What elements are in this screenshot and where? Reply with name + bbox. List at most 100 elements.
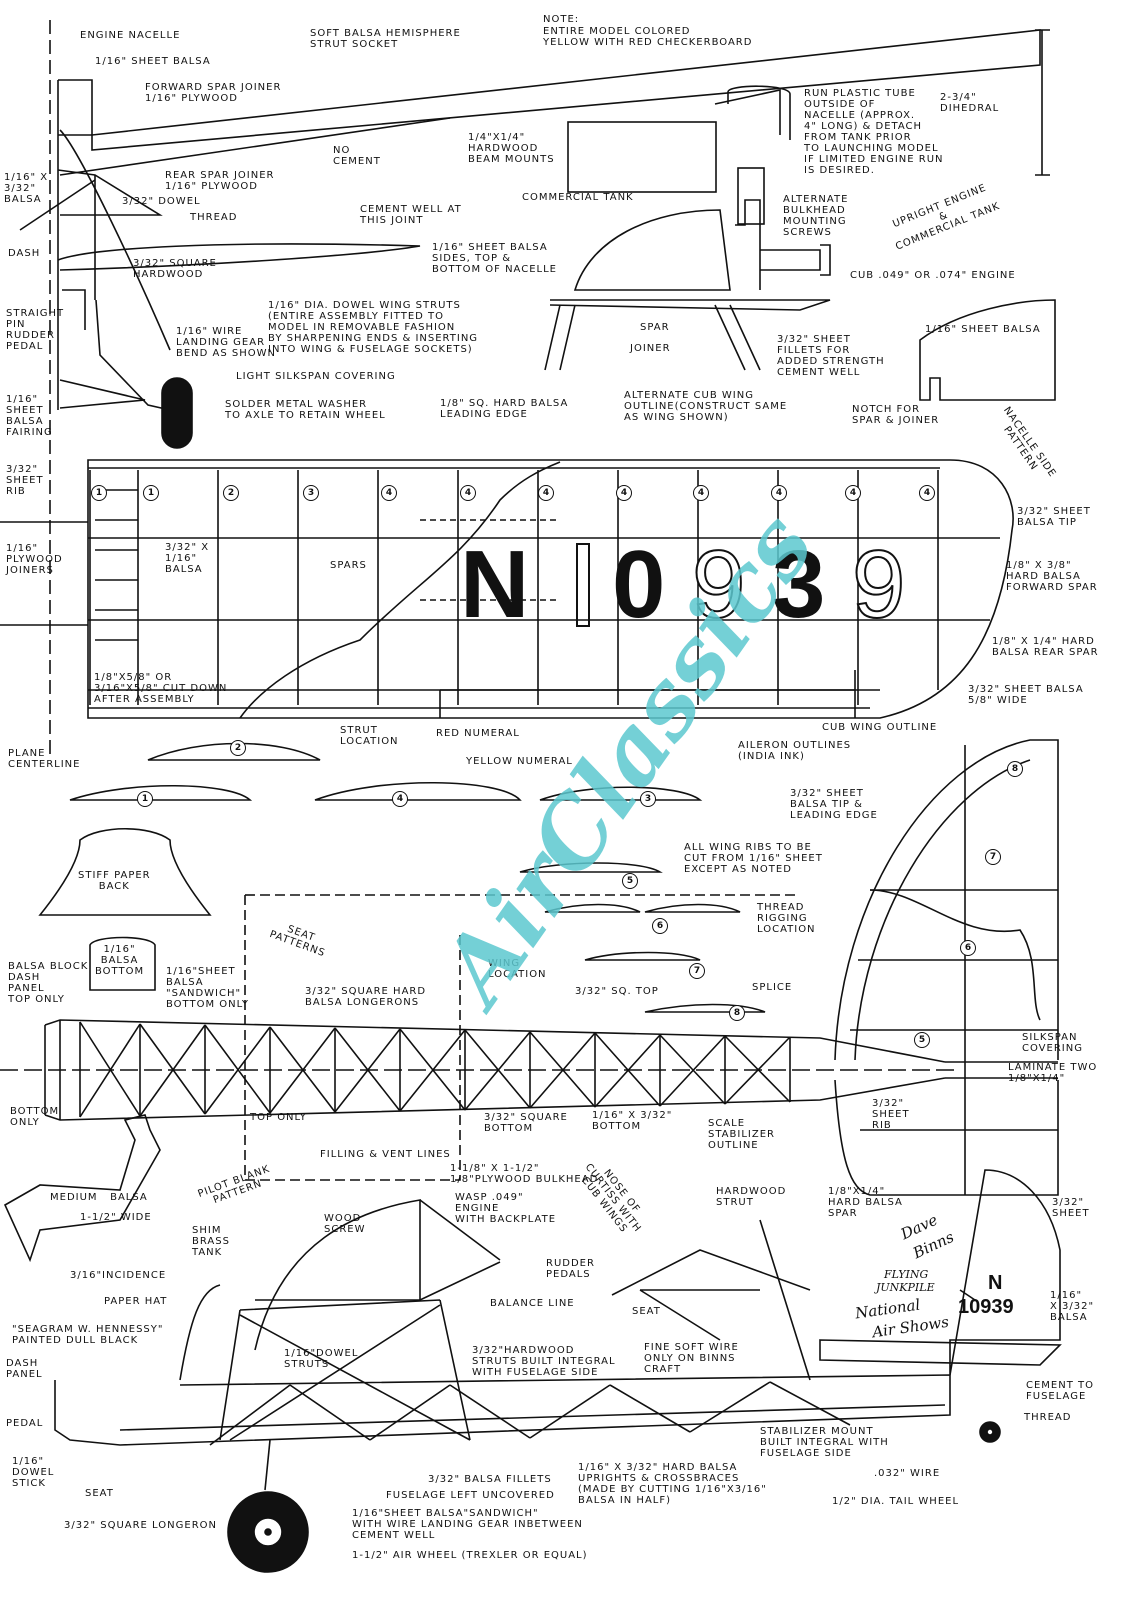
label-dowel-struts: 1/16"DOWEL STRUTS bbox=[284, 1348, 359, 1370]
label-forward-spar-joiner: FORWARD SPAR JOINER 1/16" PLYWOOD bbox=[145, 82, 282, 104]
wing-numeral-three: 3 bbox=[772, 531, 826, 638]
label-seat: SEAT bbox=[632, 1306, 661, 1317]
label-cement-well: CEMENT WELL AT THIS JOINT bbox=[360, 204, 462, 226]
label-notch: NOTCH FOR SPAR & JOINER bbox=[852, 404, 940, 426]
rib-number-9: 4 bbox=[693, 485, 709, 501]
wing-front-view bbox=[19, 29, 1041, 449]
stabilizer-view bbox=[834, 739, 1059, 1196]
label-square-bottom: 3/32" SQUARE BOTTOM bbox=[484, 1112, 568, 1134]
label-sheet-rib: 3/32" SHEET RIB bbox=[6, 464, 44, 497]
label-thread2: THREAD bbox=[1024, 1412, 1072, 1423]
rib-number-5: 4 bbox=[381, 485, 397, 501]
tail-script-flying: FLYING bbox=[884, 1268, 929, 1281]
label-wing-struts: 1/16" DIA. DOWEL WING STRUTS (ENTIRE ASS… bbox=[268, 300, 479, 355]
label-sheet-58: 3/32" SHEET BALSA 5/8" WIDE bbox=[968, 684, 1084, 706]
label-strut-socket: SOFT BALSA HEMISPHERE STRUT SOCKET bbox=[310, 28, 461, 50]
label-nacelle-sides: 1/16" SHEET BALSA SIDES, TOP & BOTTOM OF… bbox=[432, 242, 557, 275]
label-fuselage-uncovered: FUSELAGE LEFT UNCOVERED bbox=[386, 1490, 555, 1501]
label-shim-brass: SHIM BRASS TANK bbox=[192, 1225, 230, 1258]
label-sandwich-bottom: 1/16"SHEET BALSA"SANDWICH" WITH WIRE LAN… bbox=[352, 1508, 583, 1541]
label-wood-screw: WOOD SCREW bbox=[324, 1213, 366, 1235]
label-hardwood-struts: 3/32"HARDWOOD STRUTS BUILT INTEGRAL WITH… bbox=[472, 1345, 616, 1378]
label-longerons: 3/32" SQUARE HARD BALSA LONGERONS bbox=[305, 986, 427, 1008]
rib-number-16: 3 bbox=[640, 791, 656, 807]
fuselage-side-view bbox=[54, 1169, 1062, 1573]
rib-number-24: 5 bbox=[914, 1032, 930, 1048]
label-sandwich-top: 1/16"SHEET BALSA "SANDWICH" BOTTOM ONLY bbox=[166, 966, 249, 1010]
label-balsa-116x332: 1/16" X 3/32" BALSA bbox=[4, 172, 49, 205]
label-square-hardwood: 3/32" SQUARE HARDWOOD bbox=[133, 258, 217, 280]
wing-numeral-nine2-outline: 9 bbox=[851, 530, 906, 639]
label-leading-edge: 1/8" SQ. HARD BALSA LEADING EDGE bbox=[440, 398, 569, 420]
label-beam-mounts: 1/4"X1/4" HARDWOOD BEAM MOUNTS bbox=[468, 132, 555, 165]
label-rear-spar-joiner: REAR SPAR JOINER 1/16" PLYWOOD bbox=[165, 170, 275, 192]
label-thread: THREAD bbox=[190, 212, 238, 223]
label-balsa-fillets: 3/32" BALSA FILLETS bbox=[428, 1474, 552, 1485]
label-engine-nacelle: ENGINE NACELLE bbox=[80, 30, 181, 41]
label-red-numeral: RED NUMERAL bbox=[436, 728, 520, 739]
label-thread-rigging: THREAD RIGGING LOCATION bbox=[757, 902, 816, 935]
label-yellow-numeral: YELLOW NUMERAL bbox=[466, 756, 573, 767]
rib-number-23: 6 bbox=[960, 940, 976, 956]
label-cub-engine: CUB .049" OR .074" ENGINE bbox=[850, 270, 1016, 281]
label-nacelle-pattern-sheet: 1/16" SHEET BALSA bbox=[925, 324, 1041, 335]
label-spars: SPARS bbox=[330, 560, 367, 571]
label-bottom-only: BOTTOM ONLY bbox=[10, 1106, 60, 1128]
label-dash: DASH bbox=[8, 248, 41, 259]
rib-number-15: 4 bbox=[392, 791, 408, 807]
label-alt-cub-wing: ALTERNATE CUB WING OUTLINE(CONSTRUCT SAM… bbox=[624, 390, 788, 423]
label-wing-ribs-note: ALL WING RIBS TO BE CUT FROM 1/16" SHEET… bbox=[684, 842, 823, 875]
label-splice: SPLICE bbox=[752, 982, 793, 993]
rib-number-10: 4 bbox=[771, 485, 787, 501]
label-laminate: LAMINATE TWO 1/8"X1/4" bbox=[1008, 1062, 1098, 1084]
label-tip-leading: 3/32" SHEET BALSA TIP & LEADING EDGE bbox=[790, 788, 878, 821]
label-wire-032: .032" WIRE bbox=[874, 1468, 941, 1479]
label-balsa-tip: 3/32" SHEET BALSA TIP bbox=[1017, 506, 1091, 528]
label-x332-bottom: 1/16" X 3/32" BOTTOM bbox=[592, 1110, 673, 1132]
label-balsa-332x116: 3/32" X 1/16" BALSA bbox=[165, 542, 210, 575]
label-seat2: SEAT bbox=[85, 1488, 114, 1499]
rib-number-4: 3 bbox=[303, 485, 319, 501]
rib-number-8: 4 bbox=[616, 485, 632, 501]
label-seagram: "SEAGRAM W. HENNESSY" PAINTED DULL BLACK bbox=[12, 1324, 164, 1346]
tail-script-junkpile: JUNKPILE bbox=[876, 1281, 935, 1294]
label-dash-panel: DASH PANEL bbox=[6, 1358, 43, 1380]
label-fillets: 3/32" SHEET FILLETS FOR ADDED STRENGTH C… bbox=[777, 334, 885, 378]
rib-number-2: 1 bbox=[143, 485, 159, 501]
label-stiff-paper: STIFF PAPER BACK bbox=[78, 870, 151, 892]
rib-number-17: 5 bbox=[622, 873, 638, 889]
wing-top-view bbox=[0, 459, 1014, 719]
label-hard-balsa-spar: 1/8"X1/4" HARD BALSA SPAR bbox=[828, 1186, 903, 1219]
fuselage-top-view bbox=[0, 894, 960, 1181]
label-scale-stab: SCALE STABILIZER OUTLINE bbox=[708, 1118, 775, 1151]
note-title: NOTE: bbox=[543, 14, 580, 25]
note-line1: ENTIRE MODEL COLORED bbox=[543, 26, 691, 37]
rib-number-19: 7 bbox=[689, 963, 705, 979]
label-dihedral: 2-3/4" DIHEDRAL bbox=[940, 92, 1000, 114]
rib-number-6: 4 bbox=[460, 485, 476, 501]
label-fairing: 1/16" SHEET BALSA FAIRING bbox=[6, 394, 53, 438]
label-filling-vent: FILLING & VENT LINES bbox=[320, 1149, 451, 1160]
label-cement-fuselage: CEMENT TO FUSELAGE bbox=[1026, 1380, 1094, 1402]
label-alt-bulkhead: ALTERNATE BULKHEAD MOUNTING SCREWS bbox=[783, 194, 849, 238]
wing-letter-n: N bbox=[460, 531, 530, 638]
tail-number: 10939 bbox=[958, 1296, 1014, 1318]
rib-number-20: 8 bbox=[729, 1005, 745, 1021]
label-paper-hat: PAPER HAT bbox=[104, 1296, 168, 1307]
label-dash-bottom: 1/16" BALSA BOTTOM bbox=[95, 944, 145, 977]
label-solder-washer: SOLDER METAL WASHER TO AXLE TO RETAIN WH… bbox=[225, 399, 386, 421]
label-landing-gear-wire: 1/16" WIRE LANDING GEAR BEND AS SHOWN bbox=[176, 326, 277, 359]
label-straight-pin: STRAIGHT PIN RUDDER PEDAL bbox=[6, 308, 65, 352]
label-joiner: JOINER bbox=[630, 343, 671, 354]
label-aileron: AILERON OUTLINES (INDIA INK) bbox=[738, 740, 852, 762]
label-medium-balsa: MEDIUM BALSA bbox=[50, 1192, 148, 1203]
wing-numeral-zero: 0 bbox=[612, 531, 666, 638]
note-line2: YELLOW WITH RED CHECKERBOARD bbox=[543, 37, 753, 48]
label-top-only: TOP ONLY bbox=[250, 1112, 307, 1123]
rib-number-21: 8 bbox=[1007, 761, 1023, 777]
label-dowel-stick: 1/16" DOWEL STICK bbox=[12, 1456, 55, 1489]
label-sheet-rib-tail: 3/32" SHEET RIB bbox=[872, 1098, 910, 1131]
rib-number-7: 4 bbox=[538, 485, 554, 501]
